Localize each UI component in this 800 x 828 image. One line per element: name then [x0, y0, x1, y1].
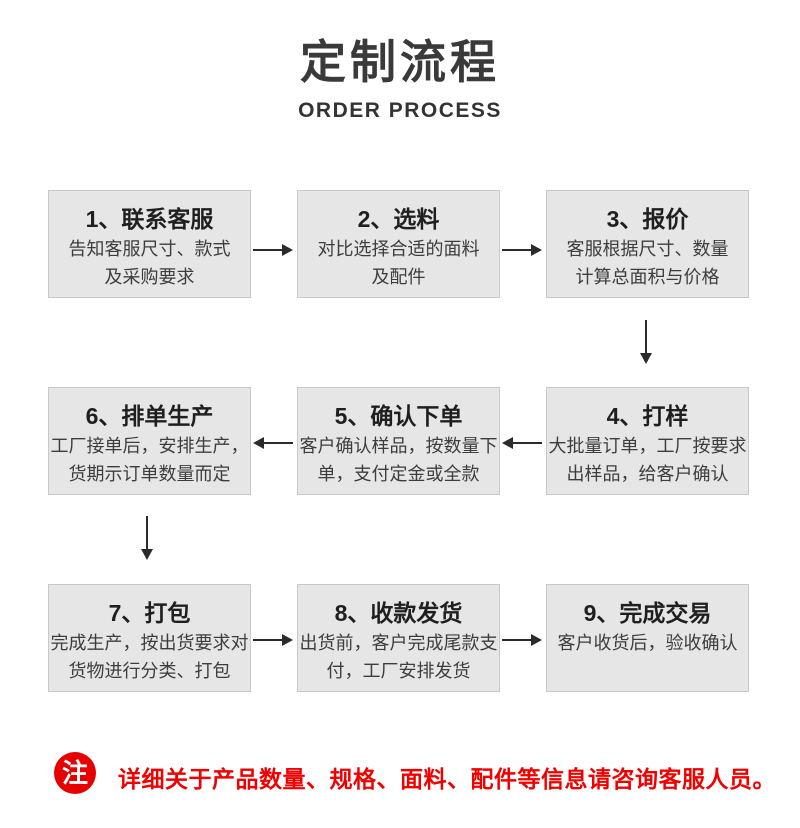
step-desc-line: 出样品，给客户确认	[566, 464, 729, 484]
step-title: 7、打包	[108, 600, 191, 626]
step-title: 8、收款发货	[334, 600, 463, 626]
arrow-down-icon	[141, 516, 153, 560]
arrow-left-icon	[502, 437, 542, 449]
step-desc-line: 完成生产，按出货要求对	[50, 633, 249, 653]
step-box-2: 2、选料 对比选择合适的面料 及配件	[297, 190, 500, 298]
arrow-right-icon	[502, 634, 542, 646]
step-desc-line: 单，支付定金或全款	[317, 464, 480, 484]
arrow-left-icon	[253, 437, 293, 449]
page-title: 定制流程	[300, 36, 500, 88]
step-title: 3、报价	[606, 206, 689, 232]
step-box-7: 7、打包 完成生产，按出货要求对 货物进行分类、打包	[48, 584, 251, 692]
step-desc-line: 计算总面积与价格	[575, 267, 720, 287]
step-desc-line: 大批量订单，工厂按要求	[548, 436, 747, 456]
step-box-5: 5、确认下单 客户确认样品，按数量下 单，支付定金或全款	[297, 387, 500, 495]
step-desc-line: 出货前，客户完成尾款支	[299, 633, 498, 653]
arrow-right-icon	[253, 244, 293, 256]
step-desc-line: 货物进行分类、打包	[68, 661, 231, 681]
step-title: 9、完成交易	[583, 600, 712, 626]
step-box-6: 6、排单生产 工厂接单后，安排生产， 货期示订单数量而定	[48, 387, 251, 495]
step-desc-line: 及配件	[371, 267, 426, 287]
step-box-9: 9、完成交易 客户收货后，验收确认	[546, 584, 749, 692]
step-title: 5、确认下单	[334, 403, 463, 429]
step-desc-line: 对比选择合适的面料	[317, 239, 480, 259]
step-desc-line: 客户确认样品，按数量下	[299, 436, 498, 456]
arrow-down-icon	[640, 320, 652, 364]
note-text: 详细关于产品数量、规格、面料、配件等信息请咨询客服人员。	[118, 766, 776, 792]
step-desc-line: 工厂接单后，安排生产，	[50, 436, 249, 456]
step-title: 4、打样	[606, 403, 689, 429]
arrow-right-icon	[502, 244, 542, 256]
page-subtitle: ORDER PROCESS	[298, 99, 502, 122]
step-desc-line: 客户收货后，验收确认	[557, 633, 738, 653]
step-desc-line: 付，工厂安排发货	[326, 661, 471, 681]
step-box-8: 8、收款发货 出货前，客户完成尾款支 付，工厂安排发货	[297, 584, 500, 692]
step-title: 1、联系客服	[85, 206, 214, 232]
step-title: 2、选料	[357, 206, 440, 232]
page-header: 定制流程 ORDER PROCESS	[0, 34, 800, 124]
note-badge: 注	[54, 752, 96, 794]
step-box-1: 1、联系客服 告知客服尺寸、款式 及采购要求	[48, 190, 251, 298]
arrow-right-icon	[253, 634, 293, 646]
step-title: 6、排单生产	[85, 403, 214, 429]
step-desc-line: 货期示订单数量而定	[68, 464, 231, 484]
step-desc-line: 及采购要求	[104, 267, 195, 287]
step-desc-line: 客服根据尺寸、数量	[566, 239, 729, 259]
step-desc-line: 告知客服尺寸、款式	[68, 239, 231, 259]
step-box-4: 4、打样 大批量订单，工厂按要求 出样品，给客户确认	[546, 387, 749, 495]
step-box-3: 3、报价 客服根据尺寸、数量 计算总面积与价格	[546, 190, 749, 298]
